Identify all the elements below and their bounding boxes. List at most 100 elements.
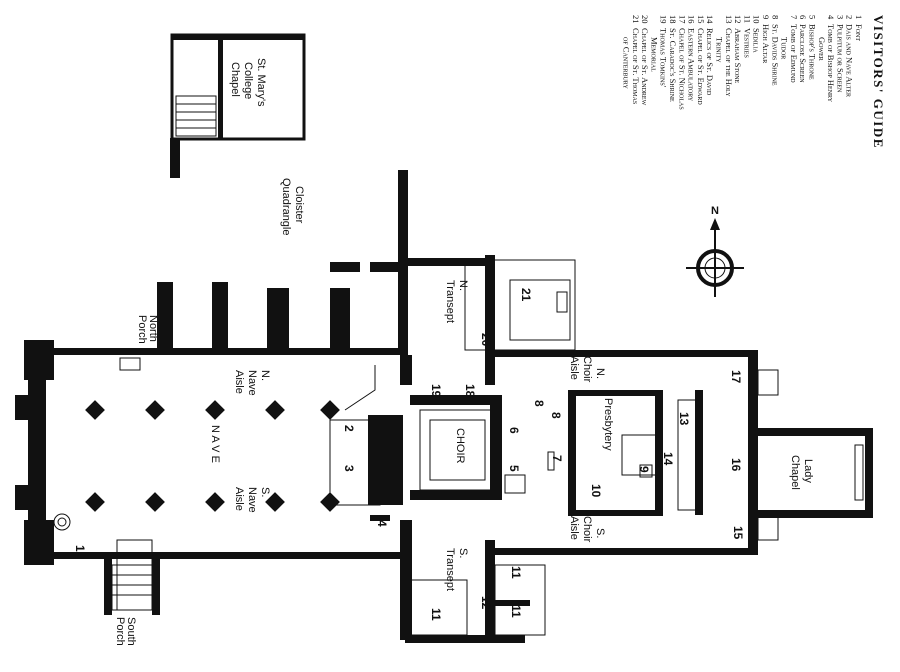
- label-college: St. Mary's: [255, 58, 267, 107]
- label-south-porch: South: [125, 617, 137, 646]
- marker-4: 4: [375, 520, 389, 527]
- legend-item-text: 9: [761, 15, 771, 19]
- label-cloister: Cloister: [293, 186, 305, 224]
- legend-item-text: 16: [687, 15, 697, 24]
- legend-item-label: High Altar: [761, 24, 771, 63]
- numbered-markers: 1 2 3 4 5 6 7 8 8 9 10 11 11 11 12 13 14…: [73, 288, 745, 621]
- legend-item-text: 17: [677, 15, 687, 24]
- legend-item-label: St. Caradoc's Shrine: [668, 28, 678, 102]
- legend-item-text: 5: [808, 15, 818, 19]
- legend-item-text: 7: [789, 15, 799, 19]
- label-n-choir-aisle: N.: [594, 368, 606, 379]
- legend-item-label: Tomb of Bishop Henry: [826, 24, 836, 103]
- marker-7: 7: [550, 455, 564, 462]
- label-s-nave-aisle: S.: [259, 487, 271, 497]
- label-s-choir-aisle: S.: [594, 528, 606, 538]
- legend-item-label: Thomas Tomkins': [659, 28, 669, 88]
- legend-item-text: 1: [854, 15, 864, 19]
- marker-14: 14: [661, 452, 675, 466]
- marker-6: 6: [507, 427, 521, 434]
- legend-item-label: Sedilia: [752, 28, 762, 53]
- north-compass-icon: [686, 218, 744, 297]
- label-lady-chapel: Chapel: [789, 455, 801, 490]
- label-n-transept: N.: [457, 280, 469, 291]
- marker-20: 20: [479, 333, 493, 347]
- marker-8: 8: [549, 412, 563, 419]
- st-marys-college-chapel: [170, 33, 306, 178]
- marker-12: 12: [479, 596, 493, 610]
- legend-item-label: Dais and Nave Alter: [845, 24, 855, 97]
- marker-16: 16: [729, 458, 743, 472]
- legend-item-label: Font: [854, 24, 864, 41]
- label-n-choir-aisle: Aisle: [568, 356, 580, 380]
- marker-11: 11: [429, 608, 443, 621]
- legend-item-label: Abraham Stone: [733, 28, 743, 84]
- marker-5: 5: [507, 465, 521, 472]
- label-s-nave-aisle: Nave: [246, 487, 258, 513]
- label-s-transept: Transept: [444, 548, 456, 591]
- legend-item-label: Chapel of the Holy: [724, 28, 734, 97]
- legend-item-text: 8: [770, 15, 780, 19]
- label-n-choir-aisle: Choir: [581, 356, 593, 383]
- label-s-choir-aisle: Choir: [581, 516, 593, 543]
- legend-item-label: Eastern Ambulatory: [687, 28, 697, 102]
- transepts: [400, 255, 576, 643]
- label-n-nave-aisle: N.: [259, 370, 271, 381]
- marker-10: 10: [589, 484, 603, 498]
- marker-3: 3: [342, 465, 356, 472]
- legend-title: VISITORS' GUIDE: [871, 15, 886, 149]
- legend-item-text: 12: [733, 15, 743, 24]
- choir: [410, 395, 526, 500]
- legend-item-text: 20: [640, 15, 650, 24]
- compass-north-label: N: [711, 205, 719, 217]
- nave-piers: [85, 400, 340, 512]
- marker-17: 17: [729, 370, 743, 384]
- legend-item: 8St. Davids Shrine: [770, 15, 780, 86]
- label-college: College: [242, 62, 254, 99]
- nave-walls: [15, 340, 405, 615]
- legend-item-label: Parclose Screen: [798, 24, 808, 83]
- legend-item-label-cont: Tudor: [780, 37, 790, 59]
- legend-item-label-cont: of Canterbury: [622, 37, 632, 89]
- marker-11: 11: [509, 605, 523, 618]
- legend-item-text: 14: [705, 15, 715, 24]
- marker-2: 2: [342, 425, 356, 432]
- legend-item-text: 10: [752, 15, 762, 24]
- label-n-nave-aisle: Aisle: [233, 370, 245, 394]
- label-n-nave-aisle: Nave: [246, 370, 258, 396]
- marker-11: 11: [509, 566, 523, 579]
- legend-item-label: Bishop's Throne: [808, 24, 818, 80]
- label-lady-chapel: Lady: [802, 459, 814, 483]
- legend-item-label: Chapel of St. Andrew: [640, 28, 650, 106]
- south-porch-steps: [111, 564, 153, 611]
- label-north-porch: North: [147, 315, 159, 342]
- legend-item-label: Chapel of St. Nicholas: [677, 28, 687, 110]
- legend-item-label: Chapel of St. Edward: [696, 28, 706, 105]
- legend-item-text: 3: [835, 15, 845, 19]
- marker-8: 8: [532, 400, 546, 407]
- label-south-porch: Porch: [114, 617, 126, 646]
- marker-21: 21: [519, 288, 533, 302]
- legend-item-label-cont: Memorial: [649, 37, 659, 72]
- legend-item-label: Chapel of St. Thomas: [631, 28, 641, 104]
- marker-13: 13: [677, 412, 691, 426]
- legend-item-text: 4: [826, 15, 836, 20]
- legend-item-label-cont: Gower: [817, 37, 827, 61]
- label-n-transept: Transept: [444, 280, 456, 323]
